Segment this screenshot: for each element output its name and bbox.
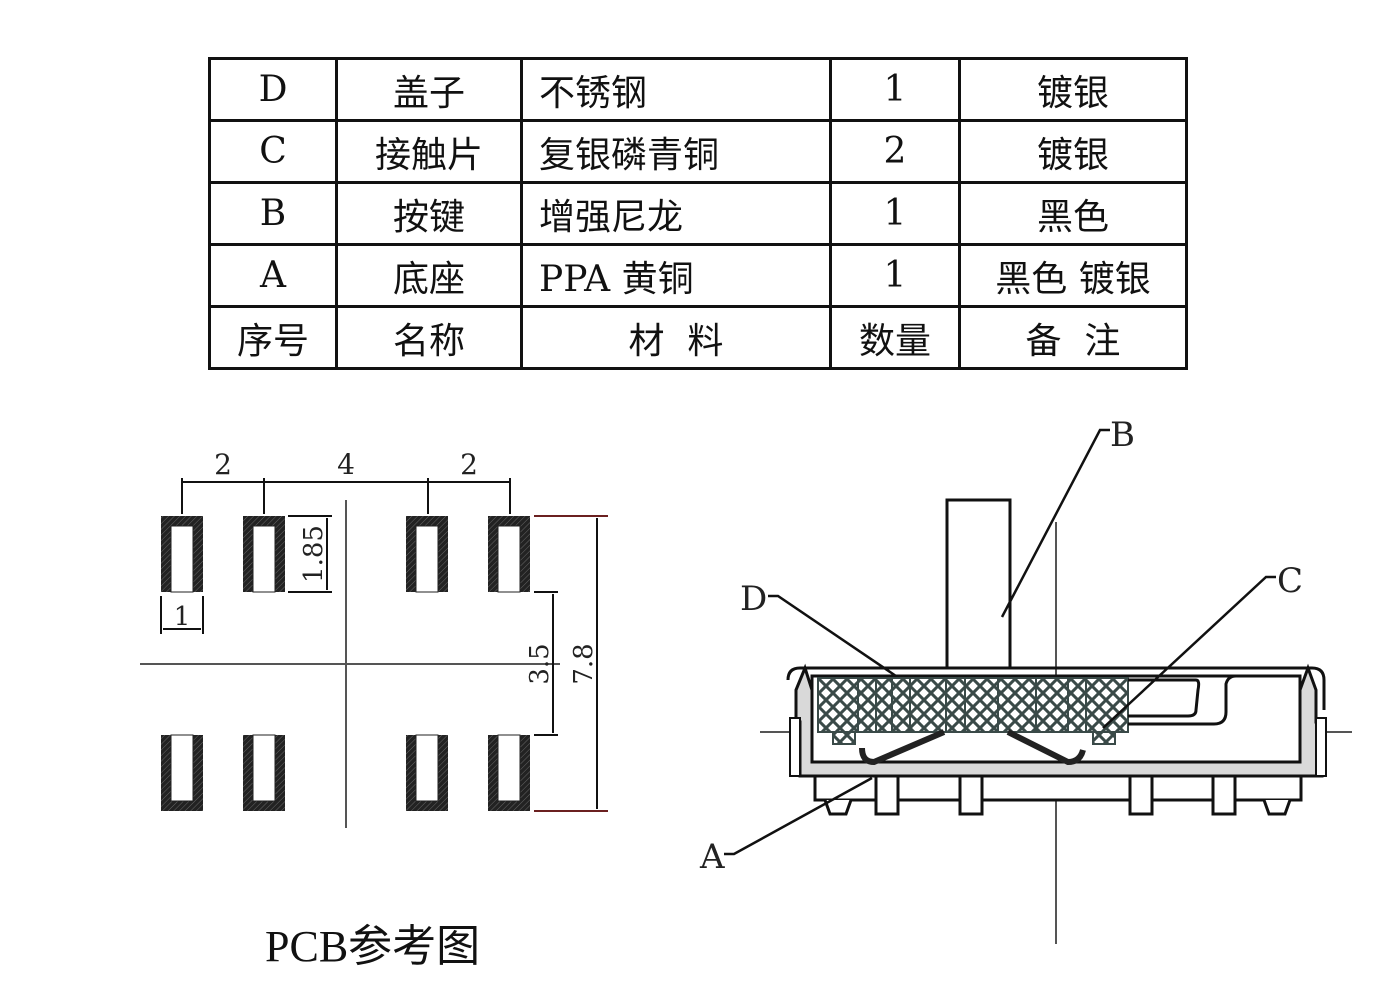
cell-remark: 黑色	[958, 181, 1188, 246]
terminal-pins	[823, 774, 1292, 816]
dim-pitch-line	[181, 478, 511, 514]
callout-leader-b	[1000, 428, 1110, 618]
callout-leader-d	[768, 594, 897, 678]
button-stem	[945, 498, 1012, 670]
callout-label-c: C	[1277, 561, 1303, 601]
cell-material: PPA 黄铜	[520, 243, 832, 308]
cell-qty: 1	[829, 57, 961, 122]
dim-pad-length-line	[288, 515, 332, 593]
pcb-pad	[488, 516, 530, 593]
header-index: 序号	[208, 305, 338, 370]
callout-leader-a	[724, 776, 873, 856]
cell-material: 增强尼龙	[520, 181, 832, 246]
dim-inner-gap: 3.5	[525, 643, 555, 684]
header-material: 材 料	[520, 305, 832, 370]
contact-spring-right	[1006, 729, 1086, 766]
dim-pad-width-line	[160, 596, 204, 634]
bom-table: D 盖子 不锈钢 1 镀银 C 接触片 复银磷青铜 2 镀银 B 按键 增强尼龙…	[208, 57, 1188, 370]
pcb-pad	[243, 516, 285, 593]
cell-index: D	[208, 57, 338, 122]
pcb-pad	[488, 734, 530, 811]
cell-index: B	[208, 181, 338, 246]
table-row: B 按键 增强尼龙 1 黑色	[208, 181, 1188, 246]
cover-plate	[786, 666, 1326, 710]
header-remark: 备 注	[958, 305, 1188, 370]
cell-index: A	[208, 243, 338, 308]
cell-remark: 镀银	[958, 57, 1188, 122]
table-header-row: 序号 名称 材 料 数量 备 注	[208, 305, 1188, 370]
cell-qty: 1	[829, 243, 961, 308]
cell-qty: 2	[829, 119, 961, 184]
callout-label-a: A	[699, 837, 725, 877]
cell-qty: 1	[829, 181, 961, 246]
dim-inner-gap-line	[534, 591, 558, 736]
pcb-pad	[161, 516, 203, 593]
cell-name: 盖子	[335, 57, 523, 122]
table-row: A 底座 PPA 黄铜 1 黑色 镀银	[208, 243, 1188, 308]
pcb-pad	[406, 516, 448, 593]
header-qty: 数量	[829, 305, 961, 370]
callout-label-d: D	[740, 579, 767, 619]
cell-material: 不锈钢	[520, 57, 832, 122]
slider-block	[817, 677, 1129, 733]
dim-overall-line	[534, 515, 608, 812]
contact-spring-left	[859, 729, 946, 766]
base-housing	[794, 663, 1324, 778]
dim-pitch-center: 4	[337, 448, 355, 481]
callout-label-b: B	[1110, 415, 1135, 455]
pcb-pad	[243, 734, 285, 811]
cell-material: 复银磷青铜	[520, 119, 832, 184]
dim-pad-length: 1.85	[299, 525, 329, 583]
cell-name: 按键	[335, 181, 523, 246]
table-row: D 盖子 不锈钢 1 镀银	[208, 57, 1188, 122]
dim-pad-width: 1	[174, 602, 191, 632]
callout-leader-c	[1102, 575, 1276, 729]
table-row: C 接触片 复银磷青铜 2 镀银	[208, 119, 1188, 184]
cell-name: 底座	[335, 243, 523, 308]
cell-name: 接触片	[335, 119, 523, 184]
pcb-caption: PCB参考图	[265, 922, 481, 971]
pcb-pad	[161, 734, 203, 811]
dim-pitch-right: 2	[460, 448, 478, 481]
cell-index: C	[208, 119, 338, 184]
dim-overall-length: 7.8	[569, 643, 599, 684]
cell-remark: 黑色 镀银	[958, 243, 1188, 308]
pcb-pad	[406, 734, 448, 811]
dim-pitch-left: 2	[214, 448, 232, 481]
cell-remark: 镀银	[958, 119, 1188, 184]
header-name: 名称	[335, 305, 523, 370]
